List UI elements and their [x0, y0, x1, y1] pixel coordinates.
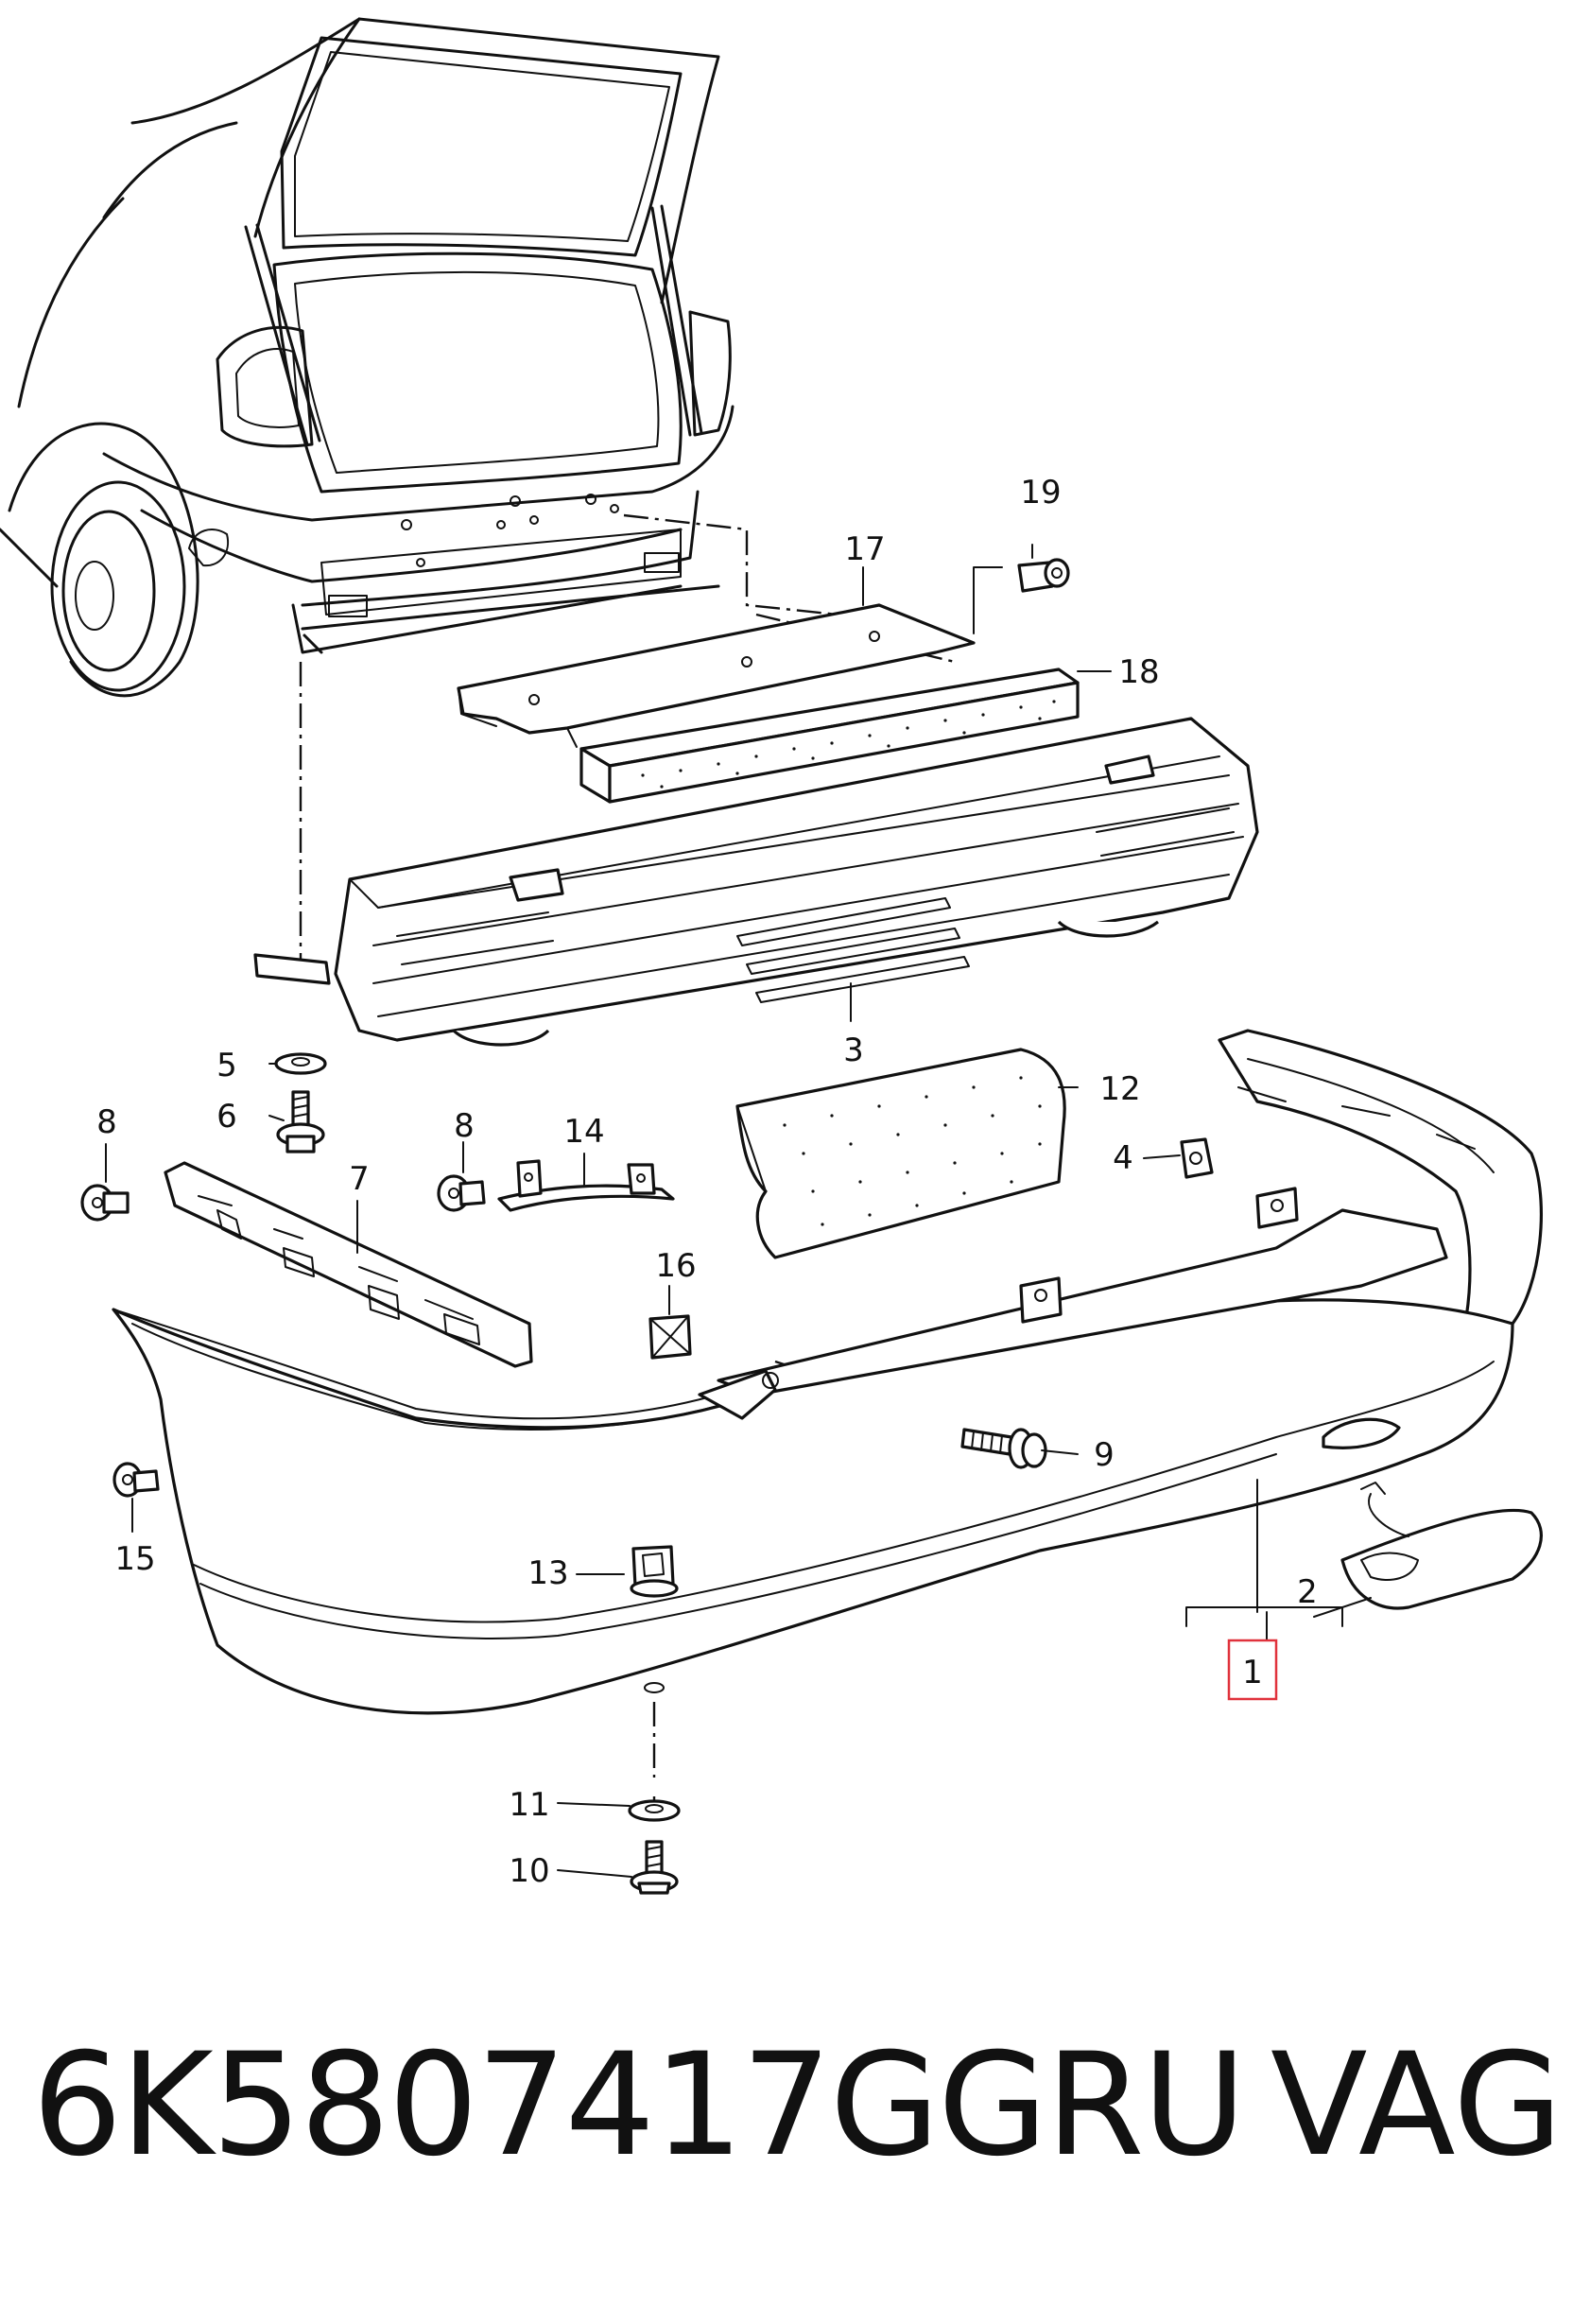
- callout-labels: 1 2 3 4 5 6 7 8 8 9 10 11 12 13 14 15 16…: [96, 474, 1318, 1890]
- part-9-bolt: [960, 1428, 1047, 1469]
- callout-15: 15: [114, 1540, 155, 1578]
- callout-11: 11: [509, 1786, 549, 1824]
- brand-label: VAG: [1270, 2023, 1564, 2188]
- part-1-bumper-cover: [112, 1029, 1544, 1715]
- callout-18: 18: [1118, 653, 1159, 691]
- part-11-washer: [628, 1799, 681, 1822]
- car-rear-body: [0, 17, 735, 698]
- part-17-bracket: [457, 603, 976, 748]
- part-number-label: 6K5807417GGRU: [32, 2023, 1246, 2188]
- part-5-washer: [274, 1052, 327, 1075]
- part-13-nut: [630, 1545, 679, 1598]
- callout-1: 1: [1242, 1654, 1263, 1691]
- callout-12: 12: [1099, 1070, 1140, 1108]
- callout-7: 7: [349, 1160, 370, 1198]
- part-16-pad: [648, 1314, 692, 1360]
- part-2-tow-cover: [1340, 1482, 1543, 1610]
- callout-13: 13: [527, 1554, 568, 1592]
- part-12-foam-block: [735, 1048, 1066, 1259]
- part-14-bracket: [497, 1159, 675, 1212]
- callout-3: 3: [843, 1032, 864, 1069]
- part-10-screw: [630, 1840, 679, 1895]
- part-6-bolt: [276, 1090, 325, 1153]
- callout-19: 19: [1020, 474, 1061, 512]
- callout-8-left: 8: [96, 1103, 117, 1141]
- callout-16: 16: [655, 1247, 696, 1285]
- callout-17: 17: [844, 530, 885, 568]
- part-7-side-bracket: [164, 1161, 533, 1368]
- part-19-clip: [1017, 558, 1070, 593]
- callout-5: 5: [216, 1047, 237, 1084]
- callout-6: 6: [216, 1098, 237, 1136]
- callout-4: 4: [1113, 1139, 1133, 1177]
- part-3-impact-absorber: [253, 717, 1259, 1047]
- part-8-clip-left: [80, 1184, 130, 1222]
- callout-1-highlight-box: [1227, 1639, 1278, 1701]
- part-15-clip: [112, 1462, 160, 1498]
- callout-14: 14: [563, 1113, 604, 1151]
- callout-8-middle: 8: [454, 1107, 475, 1145]
- callout-2: 2: [1297, 1573, 1318, 1611]
- part-4-clip: [1180, 1137, 1214, 1179]
- part-18-foam-strip: [579, 668, 1080, 804]
- callout-leaders: [105, 544, 1372, 1878]
- callout-9: 9: [1094, 1436, 1115, 1474]
- callout-10: 10: [509, 1852, 549, 1890]
- part-8-clip-middle: [437, 1174, 486, 1212]
